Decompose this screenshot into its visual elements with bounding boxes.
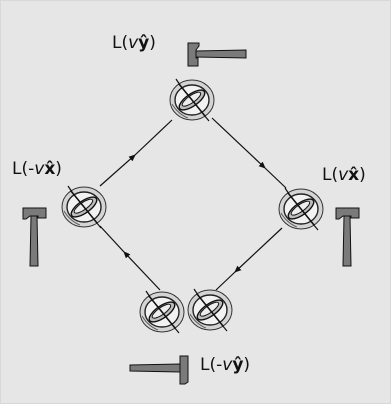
hammer-icon bbox=[129, 355, 189, 385]
arrow-icon bbox=[99, 154, 136, 187]
hammer-icon bbox=[22, 207, 47, 267]
label-left: L(-vx̂) bbox=[12, 159, 62, 179]
label-bottom: L(-vŷ) bbox=[200, 355, 251, 375]
arrow-line bbox=[264, 167, 287, 189]
arrow-line bbox=[134, 119, 173, 156]
hammer-icon bbox=[335, 207, 360, 267]
cycle-arrows bbox=[99, 117, 287, 291]
arrow-line bbox=[99, 225, 125, 253]
gyroscope-icon bbox=[139, 290, 185, 334]
label-top: L(vŷ) bbox=[112, 33, 156, 53]
arrow-icon bbox=[234, 227, 283, 273]
arrow-icon bbox=[123, 251, 161, 291]
arrow-line bbox=[215, 271, 236, 291]
hammer-icon bbox=[187, 42, 247, 67]
gyroscope-icon bbox=[169, 78, 215, 122]
gyroscope-icon bbox=[187, 288, 233, 332]
gyroscope-icon bbox=[61, 185, 107, 229]
gyroscope-icon bbox=[278, 187, 324, 231]
arrow-icon bbox=[211, 117, 266, 169]
label-right: L(vx̂) bbox=[322, 165, 366, 185]
